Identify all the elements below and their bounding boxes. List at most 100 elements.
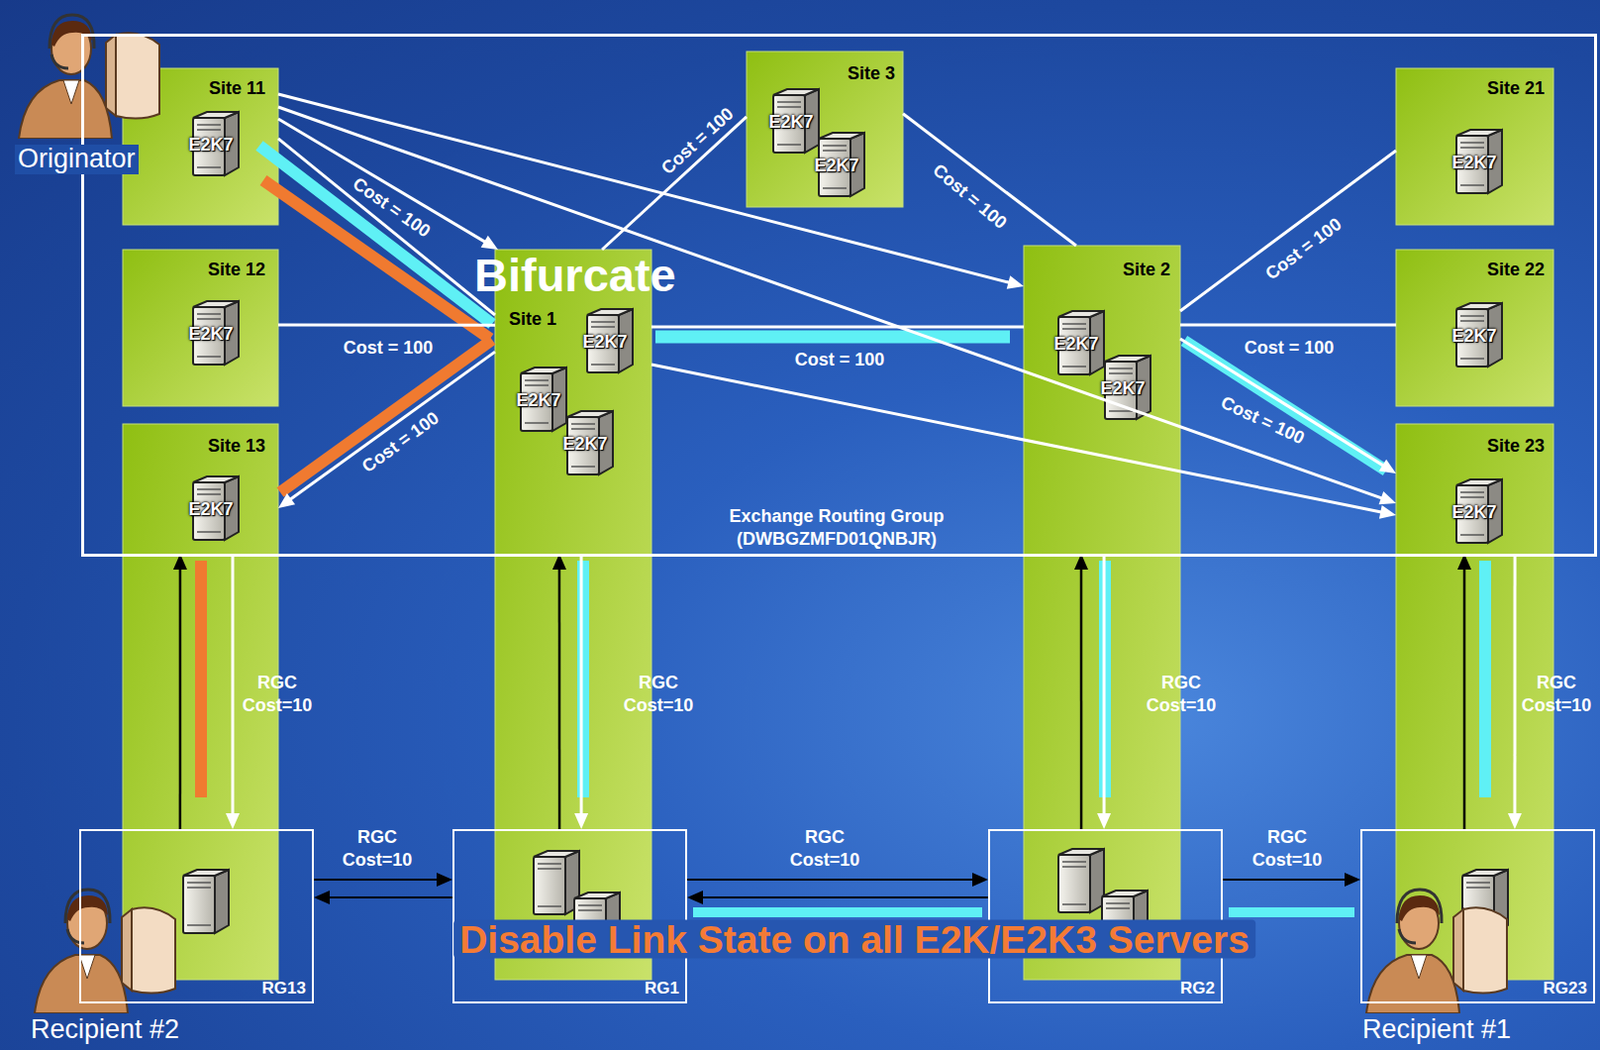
label-holder: Disable Link State on all E2K/E2K3 Serve… bbox=[453, 919, 1256, 959]
text-holder: Exchange Routing Group (DWBGZMFD01QNBJR) bbox=[702, 504, 971, 550]
connector-line bbox=[601, 116, 747, 250]
site-box: Site 11 E2K7 bbox=[122, 68, 279, 225]
connector-cost-label: RGC Cost=10 bbox=[618, 671, 699, 716]
connector bbox=[1180, 150, 1397, 311]
edge-label-holder: Cost = 100 bbox=[658, 103, 739, 179]
edge-label-holder: RGC Cost=10 bbox=[1141, 671, 1221, 716]
actor-label: Recipient #1 bbox=[1362, 1014, 1511, 1045]
site-box: Site 3E2K7E2K7 bbox=[746, 51, 903, 207]
edge-label-holder: Cost = 100 bbox=[1262, 214, 1346, 285]
site-box: Site 13E2K7 bbox=[122, 423, 279, 554]
orange-path bbox=[200, 180, 493, 798]
connector-cost-label: RGC Cost=10 bbox=[1516, 671, 1597, 716]
connector bbox=[601, 116, 747, 250]
arrowhead bbox=[687, 890, 703, 904]
text-holder: E2K7 bbox=[188, 135, 233, 156]
link-cost-label: Cost = 100 bbox=[795, 350, 886, 371]
text-holder: Site 12 bbox=[207, 259, 266, 281]
site-name: Site 21 bbox=[1487, 78, 1545, 100]
connector-line bbox=[289, 351, 496, 500]
connector-line bbox=[700, 896, 989, 899]
highlight-band bbox=[280, 339, 493, 493]
site-box: Site 21 E2K7 bbox=[1396, 68, 1554, 225]
connector-line bbox=[687, 878, 975, 881]
site-column bbox=[495, 249, 652, 980]
site-name: Site 3 bbox=[847, 63, 896, 85]
server-label: E2K7 bbox=[1451, 153, 1497, 174]
connector bbox=[1180, 323, 1397, 325]
site-name: Site 13 bbox=[207, 435, 266, 457]
connector bbox=[173, 553, 188, 829]
arrowhead bbox=[1379, 459, 1397, 474]
text-holder: Site 11 bbox=[208, 78, 266, 100]
text-holder: E2K7 bbox=[562, 434, 607, 455]
arrowhead bbox=[1507, 812, 1522, 829]
connector bbox=[278, 351, 496, 508]
routing-group-name: RG1 bbox=[644, 979, 680, 999]
site-box: Site 23E2K7 bbox=[1396, 423, 1554, 554]
highlight-band bbox=[655, 330, 1010, 344]
highlight-band bbox=[195, 560, 207, 798]
arrowhead bbox=[481, 235, 499, 250]
label-holder: Bifurcate bbox=[474, 251, 677, 299]
servers bbox=[183, 89, 1508, 956]
text-holder: RG13 bbox=[262, 979, 306, 999]
connector-line bbox=[179, 567, 183, 829]
arrowhead bbox=[225, 812, 240, 829]
server-label: E2K7 bbox=[813, 156, 859, 177]
edge-label-holder: Cost = 100 bbox=[928, 160, 1010, 233]
site-name: Site 22 bbox=[1487, 259, 1545, 281]
connector bbox=[651, 364, 1397, 519]
site-name: Site 1 bbox=[508, 308, 557, 330]
edge-label-holder: RGC Cost=10 bbox=[1247, 825, 1327, 871]
server-label: E2K7 bbox=[768, 112, 813, 133]
edge-label-holder: Cost = 100 bbox=[795, 350, 886, 371]
text-holder: Site 21 bbox=[1487, 78, 1545, 100]
arrowhead bbox=[1006, 275, 1024, 290]
label-holder: Recipient #2 bbox=[30, 1014, 180, 1045]
connector-line bbox=[1080, 567, 1084, 829]
connector bbox=[1507, 553, 1522, 829]
actor-label: Originator bbox=[14, 144, 139, 175]
connector bbox=[552, 553, 567, 829]
site-fills bbox=[122, 51, 1554, 980]
server-icon bbox=[183, 869, 229, 933]
link-cost-label: Cost = 100 bbox=[343, 338, 434, 359]
connector-line bbox=[902, 113, 1077, 246]
server-icon bbox=[533, 850, 580, 914]
connector-line bbox=[558, 567, 562, 829]
text-holder: RG23 bbox=[1543, 979, 1588, 999]
person-figure bbox=[1366, 889, 1507, 1013]
routing-group: Exchange Routing Group (DWBGZMFD01QNBJR)… bbox=[81, 33, 1598, 557]
site-box: Site 2E2K7E2K7 bbox=[1023, 245, 1181, 554]
link-cost-label: Cost = 100 bbox=[658, 103, 739, 179]
routing-group-box: RG1 bbox=[452, 828, 688, 1003]
text-holder: Site 13 bbox=[207, 435, 266, 457]
site-fill bbox=[746, 51, 903, 207]
highlight-band bbox=[577, 560, 590, 798]
connector bbox=[1097, 553, 1111, 829]
site-column bbox=[1023, 245, 1181, 980]
routing-group-box: RG23 bbox=[1360, 828, 1596, 1003]
site-fill bbox=[1396, 249, 1554, 406]
edge-label-holder: RGC Cost=10 bbox=[1516, 671, 1597, 716]
connector-line bbox=[651, 364, 1383, 512]
connector-line bbox=[1102, 553, 1106, 815]
server-icon bbox=[1058, 848, 1104, 912]
text-holder: E2K7 bbox=[1100, 379, 1145, 400]
connector-line bbox=[1463, 567, 1467, 829]
text-holder: Site 22 bbox=[1487, 259, 1545, 281]
connector bbox=[1457, 553, 1472, 829]
routing-group-name: RG13 bbox=[262, 979, 306, 999]
text-holder: Site 1 bbox=[508, 308, 557, 330]
connector-line bbox=[1180, 322, 1397, 326]
arrowhead bbox=[436, 872, 453, 887]
site-box: Site 12E2K7 bbox=[122, 249, 279, 406]
text-holder: E2K7 bbox=[515, 391, 561, 411]
connector bbox=[1222, 872, 1361, 887]
connector-cost-label: RGC Cost=10 bbox=[1247, 825, 1327, 871]
group-label: Exchange Routing Group (DWBGZMFD01QNBJR) bbox=[702, 504, 971, 550]
text-holder: E2K7 bbox=[1053, 334, 1099, 355]
routing-group-box: RG2 bbox=[988, 828, 1223, 1003]
